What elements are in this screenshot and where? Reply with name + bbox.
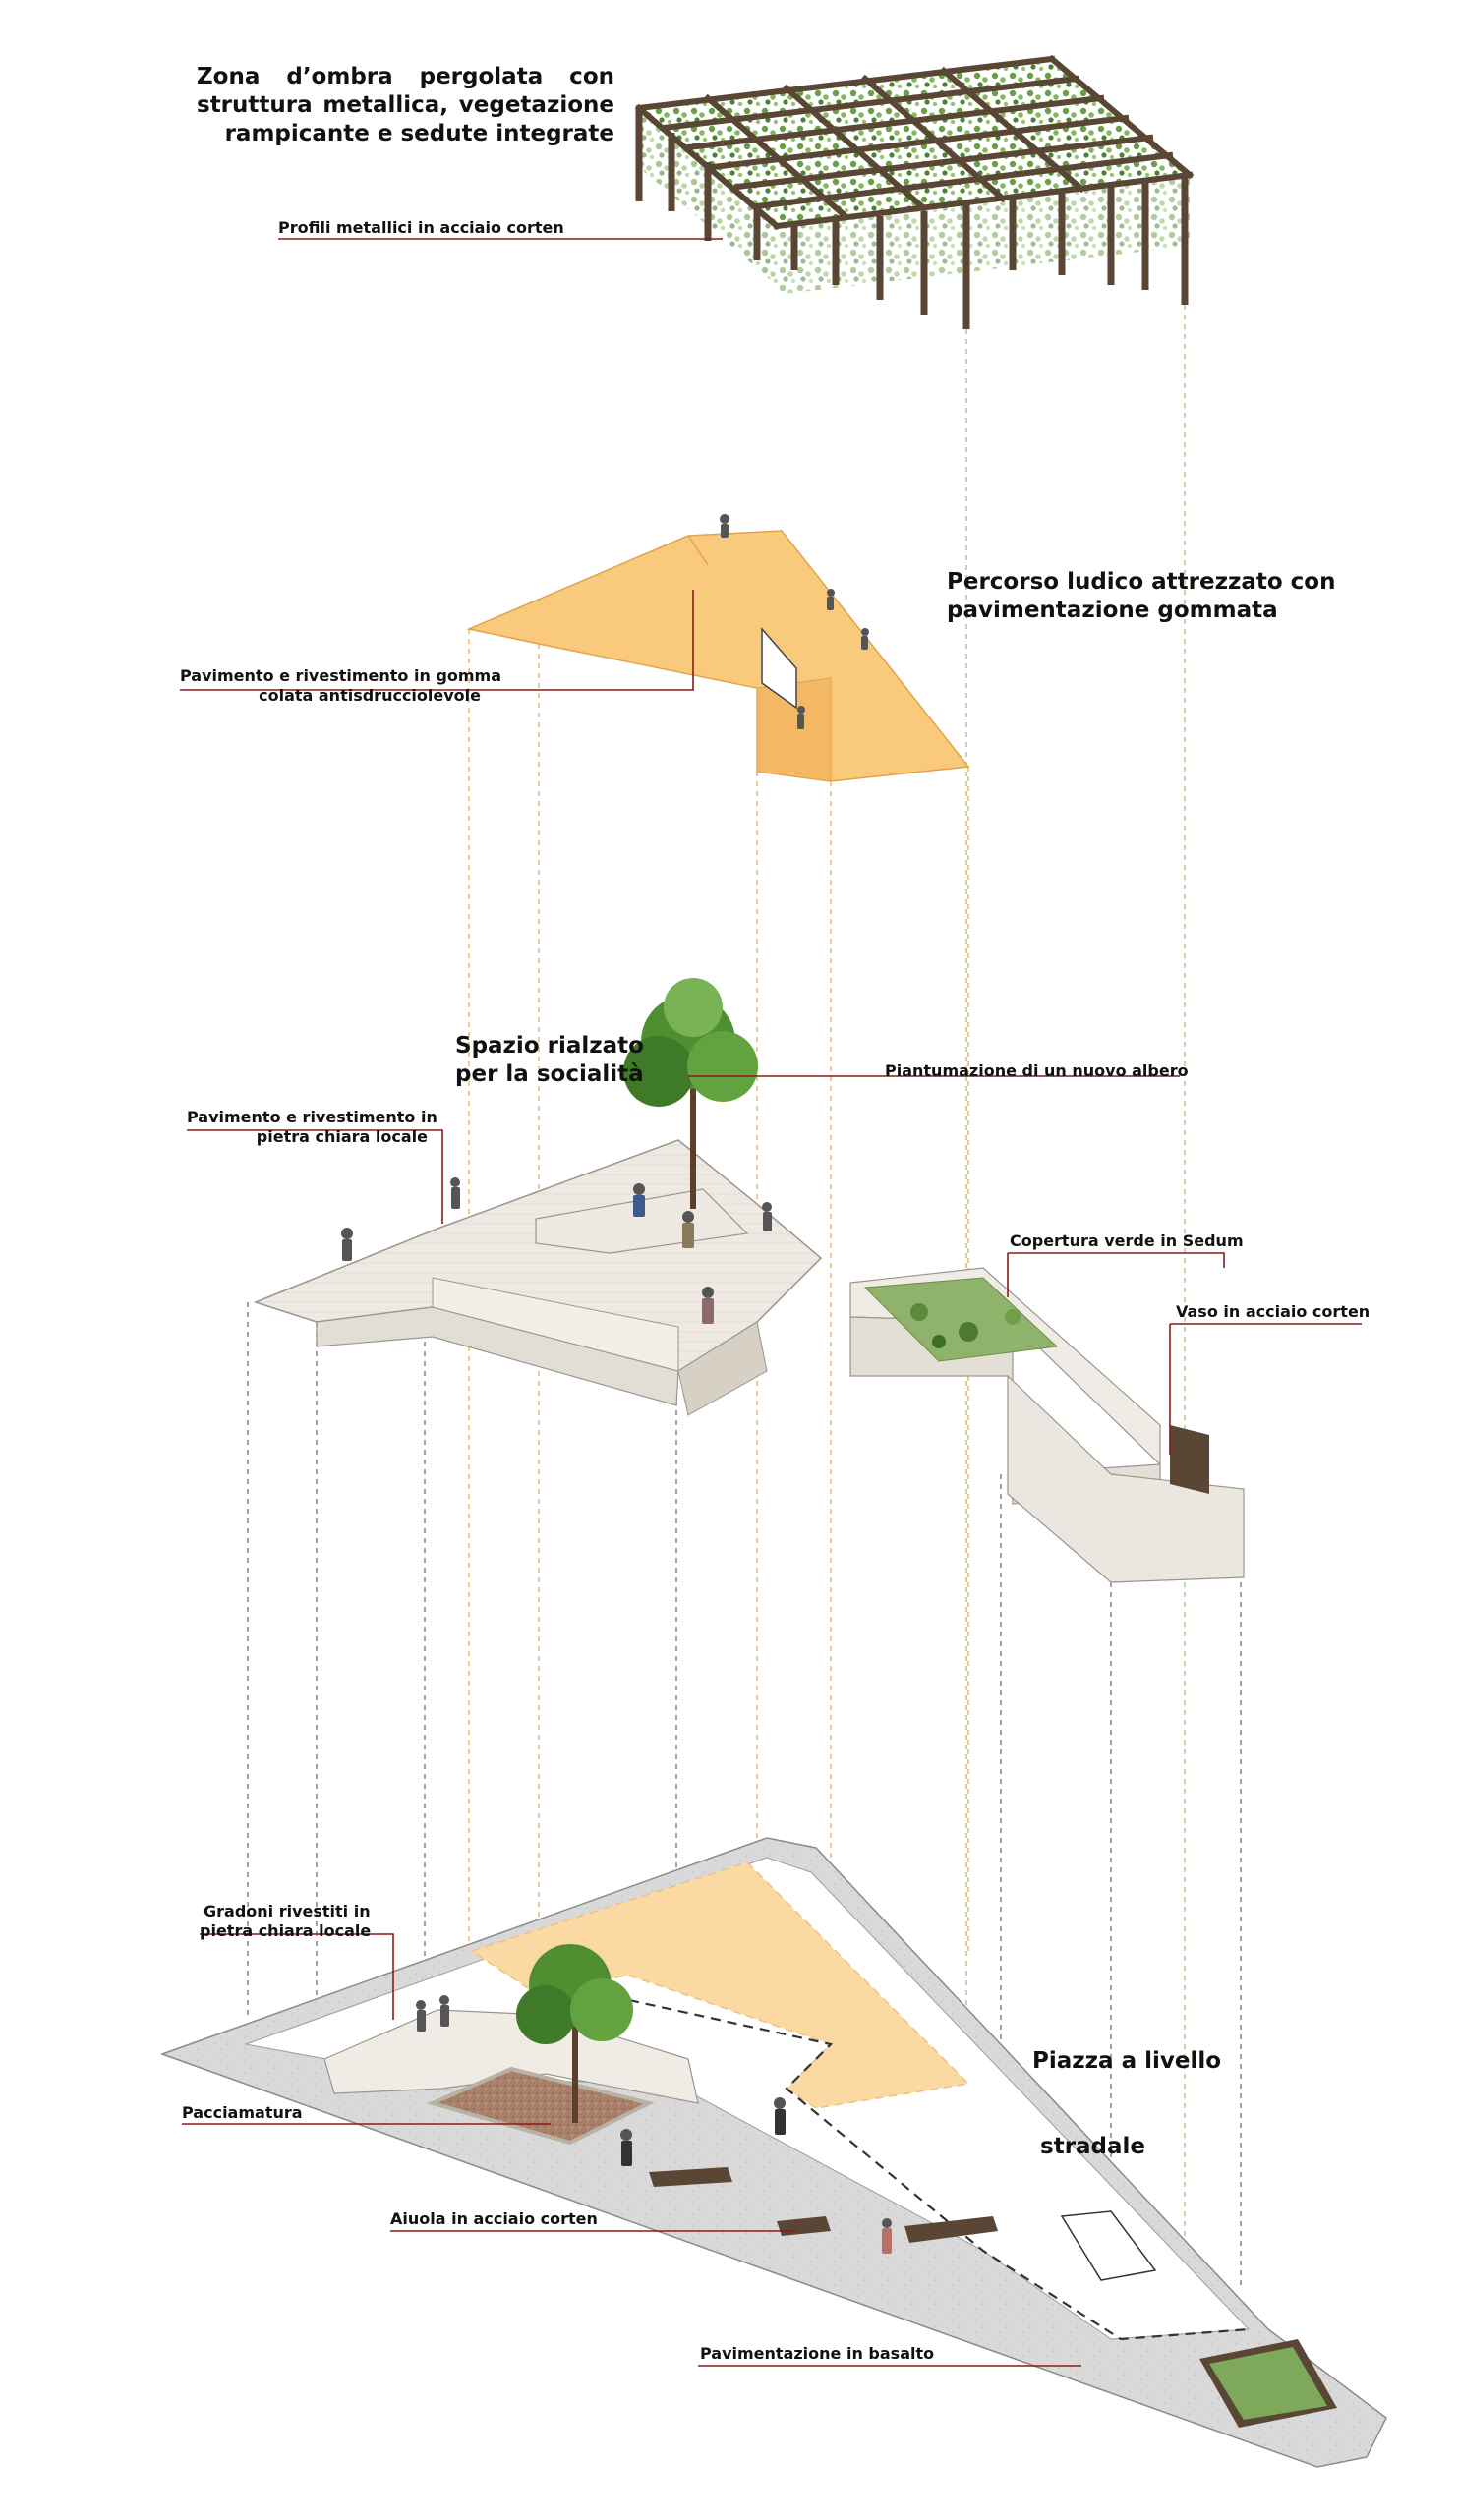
label-corten-bed: Aiuola in acciaio corten xyxy=(390,2209,598,2228)
new-tree xyxy=(623,978,758,1209)
pergola-title-line-3: rampicante e sedute integrate xyxy=(224,121,614,146)
label-corten-vase: Vaso in acciaio corten xyxy=(1176,1302,1371,1321)
play-path-title: Percorso ludico attrezzato con pavimenta… xyxy=(947,568,1335,625)
street-level-plaza xyxy=(159,1837,1387,2468)
leader-lines xyxy=(180,238,1362,2367)
label-steps: Gradoni rivestiti in pietra chiara local… xyxy=(200,1902,371,1941)
sedum-planter-block xyxy=(849,1267,1245,1583)
rubber-play-path xyxy=(466,530,970,782)
corten-pergola xyxy=(634,54,1195,329)
label-basalt: Pavimentazione in basalto xyxy=(700,2344,935,2363)
label-steps-line-1: Gradoni rivestiti in xyxy=(204,1902,371,1920)
pergola-title-line-2: struttura metallica, vegetazione xyxy=(197,92,614,118)
label-rubber-floor: Pavimento e rivestimento in gomma colata… xyxy=(180,666,502,706)
pergola-title-line-3-wrap: rampicante e sedute integrate xyxy=(197,120,614,148)
plaza-tree xyxy=(516,1944,633,2123)
square-title: Piazza a livello stradale xyxy=(1032,1990,1221,2190)
label-stone-floor-line-2: pietra chiara locale xyxy=(256,1127,428,1146)
pergola-title-line-2-wrap: struttura metallica, vegetazione xyxy=(197,91,614,120)
pergola-title: Zona d’ombra pergolata con xyxy=(197,63,614,91)
label-rubber-floor-line-1: Pavimento e rivestimento in gomma xyxy=(180,666,502,685)
people-silhouettes xyxy=(341,514,892,2254)
label-sedum-roof: Copertura verde in Sedum xyxy=(1010,1231,1244,1250)
raised-space-title-line-1: Spazio rialzato xyxy=(455,1033,644,1059)
label-stone-floor-line-1: Pavimento e rivestimento in xyxy=(187,1108,437,1126)
raised-space-title: Spazio rialzato per la socialità xyxy=(455,1032,644,1089)
square-title-line-2: stradale xyxy=(1032,2134,1146,2159)
play-path-title-line-1: Percorso ludico attrezzato con xyxy=(947,569,1336,595)
label-new-tree: Piantumazione di un nuovo albero xyxy=(885,1061,1189,1080)
label-mulch: Pacciamatura xyxy=(182,2103,303,2122)
play-path-title-line-2: pavimentazione gommata xyxy=(947,598,1278,623)
label-corten-profiles: Profili metallici in acciaio corten xyxy=(278,218,564,237)
label-stone-floor: Pavimento e rivestimento in pietra chiar… xyxy=(187,1108,437,1147)
raised-space-title-line-2: per la socialità xyxy=(455,1061,644,1087)
square-title-line-1: Piazza a livello xyxy=(1032,2048,1222,2074)
pergola-title-line-1: Zona d’ombra pergolata con xyxy=(197,64,614,89)
label-rubber-floor-line-2: colata antisdrucciolevole xyxy=(259,686,481,705)
label-steps-line-2: pietra chiara locale xyxy=(200,1921,372,1940)
